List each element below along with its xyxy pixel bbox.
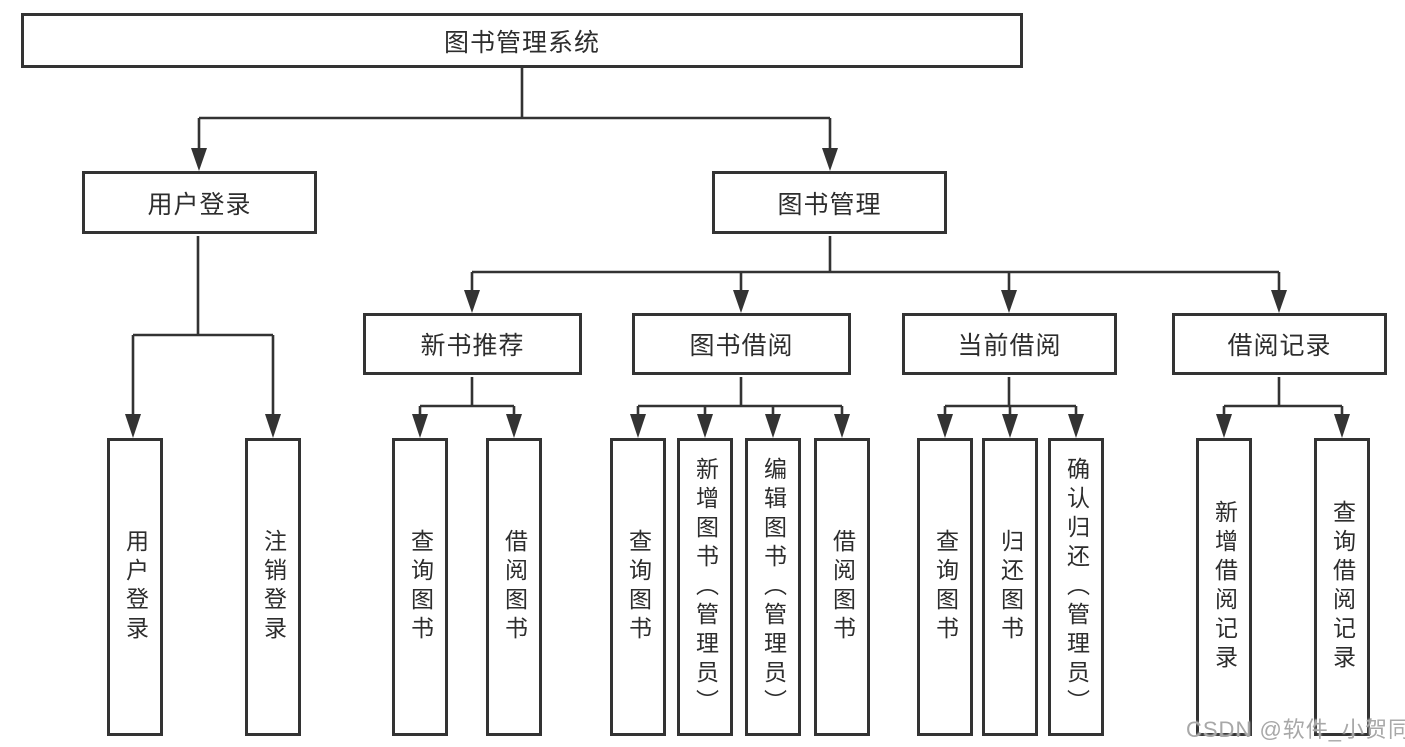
leaf-query-books-current: 查询图书 [917,438,973,736]
leaf-borrow-books-recommend: 借阅图书 [486,438,542,736]
csdn-watermark: CSDN @软件_小贺同学 [1186,717,1405,742]
leaf-logout: 注销登录 [245,438,301,736]
leaf-add-books-admin: 新增图书（管理员） [677,438,733,736]
node-book-management: 图书管理 [712,171,947,234]
arrowheads [125,148,1350,438]
leaf-query-books-borrow: 查询图书 [610,438,666,736]
leaf-borrow-books: 借阅图书 [814,438,870,736]
leaf-confirm-return-admin: 确认归还（管理员） [1048,438,1104,736]
node-book-borrow: 图书借阅 [632,313,851,375]
leaf-user-login: 用户登录 [107,438,163,736]
node-user-login: 用户登录 [82,171,317,234]
node-borrow-records: 借阅记录 [1172,313,1387,375]
leaf-return-books: 归还图书 [982,438,1038,736]
leaf-query-books-recommend: 查询图书 [392,438,448,736]
leaf-query-borrow-record: 查询借阅记录 [1314,438,1370,736]
leaf-edit-books-admin: 编辑图书（管理员） [745,438,801,736]
leaf-add-borrow-record: 新增借阅记录 [1196,438,1252,736]
node-root-system: 图书管理系统 [21,13,1023,68]
node-new-book-recommend: 新书推荐 [363,313,582,375]
node-current-borrow: 当前借阅 [902,313,1117,375]
